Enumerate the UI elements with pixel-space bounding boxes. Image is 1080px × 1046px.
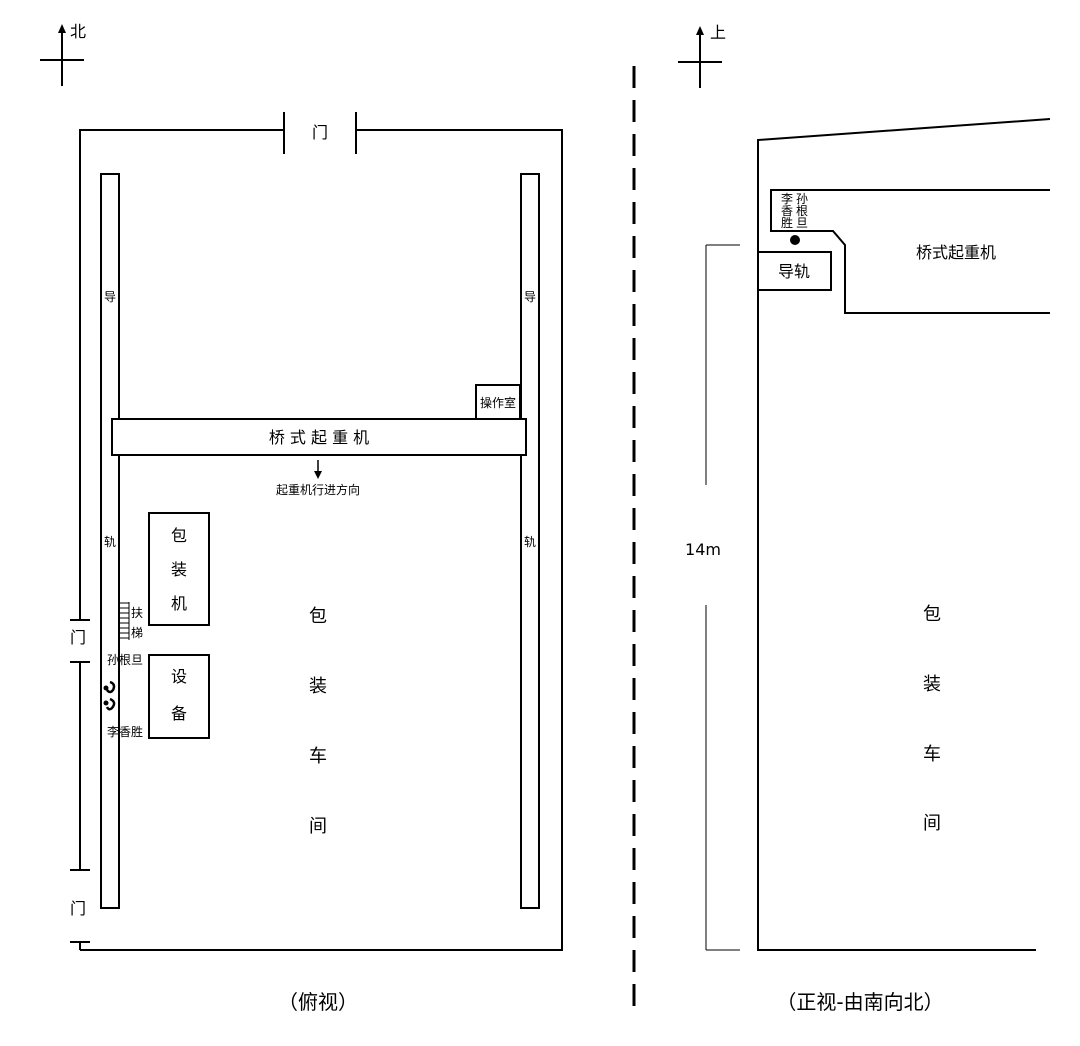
person-label-1: 孙根旦 (107, 653, 143, 667)
packing-machine (148, 512, 210, 626)
rail-right-label-1: 导 (524, 290, 536, 304)
compass-up: 上 (678, 23, 726, 88)
workshop-char-1: 包 (309, 606, 327, 627)
workshop-char-4: 间 (309, 816, 327, 837)
packing-machine-char-2: 装 (171, 560, 187, 579)
height-label: 14m (685, 540, 721, 559)
front-workshop-char-3: 车 (923, 744, 941, 765)
door-left-label-2: 门 (70, 899, 86, 918)
person-figure-2 (103, 697, 116, 711)
equipment-char-2: 备 (171, 704, 187, 723)
workshop-char-3: 车 (309, 746, 327, 767)
front-crane-label: 桥式起重机 (916, 243, 996, 262)
compass-north: 北 (40, 22, 86, 86)
front-workshop-char-2: 装 (923, 674, 941, 695)
ladder-label-1: 扶 (131, 605, 143, 620)
workshop-walls (70, 112, 563, 951)
building-outline (757, 118, 1051, 951)
front-view: 上 桥式起重机 李 香 胜 孙 根 旦 导轨 14m 包 装 车 间 (678, 23, 1051, 1014)
compass-north-label: 北 (70, 22, 86, 41)
operator-room (475, 384, 521, 420)
rail-right-label-2: 轨 (524, 535, 536, 549)
top-view: 北 门 门 门 导 轨 导 轨 操作室 桥 (40, 22, 563, 1014)
crane-direction-label: 起重机行进方向 (276, 482, 360, 497)
bridge-crane-label: 桥 式 起 重 机 (269, 428, 369, 447)
operator-room-label: 操作室 (480, 395, 516, 410)
rail-left-label-1: 导 (104, 290, 116, 304)
front-crane (770, 189, 1050, 314)
front-workshop-char-4: 间 (923, 813, 941, 834)
top-view-caption: （俯视） (278, 990, 358, 1014)
cab-col2-char-2: 根 (796, 204, 808, 218)
cab-col1-char-3: 胜 (781, 215, 793, 230)
person-label-2: 李香胜 (107, 724, 143, 739)
cab-col2-char-1: 孙 (796, 192, 808, 206)
equipment-char-1: 设 (171, 667, 187, 686)
height-dimension (705, 244, 740, 951)
front-rail-label: 导轨 (778, 262, 810, 281)
door-left-label-1: 门 (70, 628, 86, 647)
rail-left (100, 173, 120, 909)
packing-machine-char-1: 包 (171, 526, 187, 545)
packing-machine-char-3: 机 (171, 594, 187, 613)
door-top-label: 门 (312, 123, 328, 142)
ladder (119, 602, 130, 640)
front-view-caption: （正视-由南向北） (776, 990, 943, 1014)
crane-direction-arrow (314, 460, 322, 479)
front-rail-box (757, 251, 832, 291)
person-figure-1 (103, 680, 116, 694)
cab-col1-char-2: 香 (781, 204, 793, 218)
person-dot (790, 235, 800, 245)
ladder-label-2: 梯 (131, 626, 143, 640)
equipment-box (148, 654, 210, 739)
front-workshop-char-1: 包 (923, 604, 941, 625)
rail-left-label-2: 轨 (104, 535, 116, 549)
compass-up-label: 上 (710, 23, 726, 42)
cab-col2-char-3: 旦 (796, 216, 808, 230)
cab-col1-char-1: 李 (781, 191, 793, 206)
rail-right (520, 173, 540, 909)
workshop-char-2: 装 (309, 676, 327, 697)
bridge-crane (111, 418, 527, 456)
